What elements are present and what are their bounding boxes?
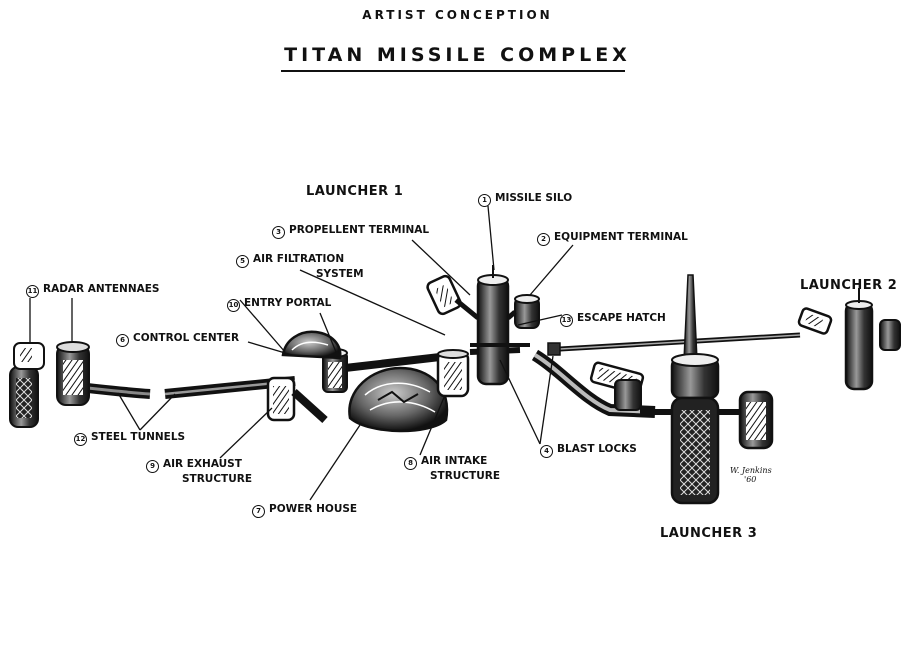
callout-air-filtration: 5 AIR FILTRATION SYSTEM bbox=[236, 253, 364, 280]
callout-text: CONTROL CENTER bbox=[133, 332, 240, 344]
callout-number: 8 bbox=[404, 457, 417, 470]
leader-escape-hatch bbox=[517, 314, 563, 326]
power-house bbox=[348, 366, 449, 433]
callout-control-center: 6 CONTROL CENTER bbox=[116, 332, 239, 347]
launcher-2-label: LAUNCHER 2 bbox=[800, 278, 898, 293]
callout-text: EQUIPMENT TERMINAL bbox=[554, 231, 688, 243]
leader-entry-portal-a bbox=[239, 299, 286, 353]
leader-entry-portal-b bbox=[319, 312, 337, 353]
callout-text: STEEL TUNNELS bbox=[91, 431, 186, 443]
leader-propellent-terminal bbox=[411, 239, 471, 296]
leader-equipment-terminal bbox=[529, 244, 574, 296]
leader-control-center bbox=[247, 341, 293, 356]
leader-air-exhaust bbox=[219, 407, 273, 459]
leader-missile-silo bbox=[487, 205, 495, 271]
callout-air-intake: 8 AIR INTAKE STRUCTURE bbox=[404, 455, 500, 482]
signature-year: '60 bbox=[744, 475, 757, 484]
callout-text-line2: STRUCTURE bbox=[182, 473, 252, 485]
callout-number: 12 bbox=[74, 433, 87, 446]
callout-text: BLAST LOCKS bbox=[557, 443, 637, 455]
callout-text: AIR EXHAUST bbox=[163, 458, 242, 470]
callout-number: 6 bbox=[116, 334, 129, 347]
control-center bbox=[281, 330, 342, 360]
leader-air-filtration bbox=[299, 269, 446, 336]
callout-number: 5 bbox=[236, 255, 249, 268]
callout-text-line2: SYSTEM bbox=[316, 268, 364, 280]
callout-number: 4 bbox=[540, 445, 553, 458]
callout-escape-hatch: 13 ESCAPE HATCH bbox=[560, 312, 666, 327]
callout-number: 7 bbox=[252, 505, 265, 518]
callout-equipment-terminal: 2 EQUIPMENT TERMINAL bbox=[537, 231, 688, 246]
callout-entry-portal: 10 ENTRY PORTAL bbox=[227, 297, 331, 312]
callout-propellent-terminal: 3 PROPELLENT TERMINAL bbox=[272, 224, 429, 239]
launcher-3-label: LAUNCHER 3 bbox=[660, 526, 758, 541]
callout-number: 10 bbox=[227, 299, 240, 312]
launcher-1-label: LAUNCHER 1 bbox=[306, 184, 404, 199]
callout-text: AIR INTAKE bbox=[421, 455, 488, 467]
callout-text: AIR FILTRATION bbox=[253, 253, 345, 265]
callout-text: PROPELLENT TERMINAL bbox=[289, 224, 430, 236]
leader-air-intake bbox=[419, 394, 446, 456]
air-exhaust-structure bbox=[266, 376, 328, 423]
launcher-3-structure bbox=[589, 274, 774, 505]
radar-antenna-left bbox=[9, 342, 45, 428]
callout-text: ESCAPE HATCH bbox=[577, 312, 666, 324]
steel-tunnel-launcher-2 bbox=[559, 332, 801, 352]
callout-blast-locks: 4 BLAST LOCKS bbox=[540, 443, 637, 458]
callout-leaders bbox=[29, 205, 574, 501]
radar-antenna-right bbox=[56, 341, 90, 406]
launcher-2-structure bbox=[797, 288, 901, 391]
callout-number: 13 bbox=[560, 314, 573, 327]
air-intake-structure bbox=[436, 349, 470, 398]
page-title: TITAN MISSILE COMPLEX bbox=[284, 44, 631, 66]
callout-air-exhaust: 9 AIR EXHAUST STRUCTURE bbox=[146, 458, 252, 485]
leader-blast-locks-a bbox=[499, 359, 541, 445]
callout-radar-antennaes: 11 RADAR ANTENNAES bbox=[26, 283, 159, 298]
callout-steel-tunnels: 12 STEEL TUNNELS bbox=[74, 431, 185, 446]
leader-power-house bbox=[309, 424, 361, 501]
leader-steel-tunnels-a bbox=[117, 392, 141, 431]
signature-name: W. Jenkins bbox=[730, 466, 772, 475]
callout-number: 1 bbox=[478, 194, 491, 207]
callout-number: 11 bbox=[26, 285, 39, 298]
callout-text: MISSILE SILO bbox=[495, 192, 573, 204]
launcher-1-structure bbox=[426, 265, 561, 386]
callout-number: 9 bbox=[146, 460, 159, 473]
leader-steel-tunnels-b bbox=[139, 393, 176, 431]
leader-blast-locks-b bbox=[539, 355, 554, 445]
callout-number: 2 bbox=[537, 233, 550, 246]
callout-number: 3 bbox=[272, 226, 285, 239]
callout-text: ENTRY PORTAL bbox=[244, 297, 332, 309]
artist-signature: W. Jenkins '60 bbox=[730, 466, 772, 484]
steel-tunnel-launcher-3 bbox=[531, 349, 656, 418]
callout-text: RADAR ANTENNAES bbox=[43, 283, 160, 295]
supertitle: ARTIST CONCEPTION bbox=[362, 8, 553, 22]
callout-text: POWER HOUSE bbox=[269, 503, 358, 515]
title-underline bbox=[281, 70, 625, 72]
callout-text-line2: STRUCTURE bbox=[430, 470, 500, 482]
callout-missile-silo: 1 MISSILE SILO bbox=[478, 192, 572, 207]
callout-power-house: 7 POWER HOUSE bbox=[252, 503, 357, 518]
